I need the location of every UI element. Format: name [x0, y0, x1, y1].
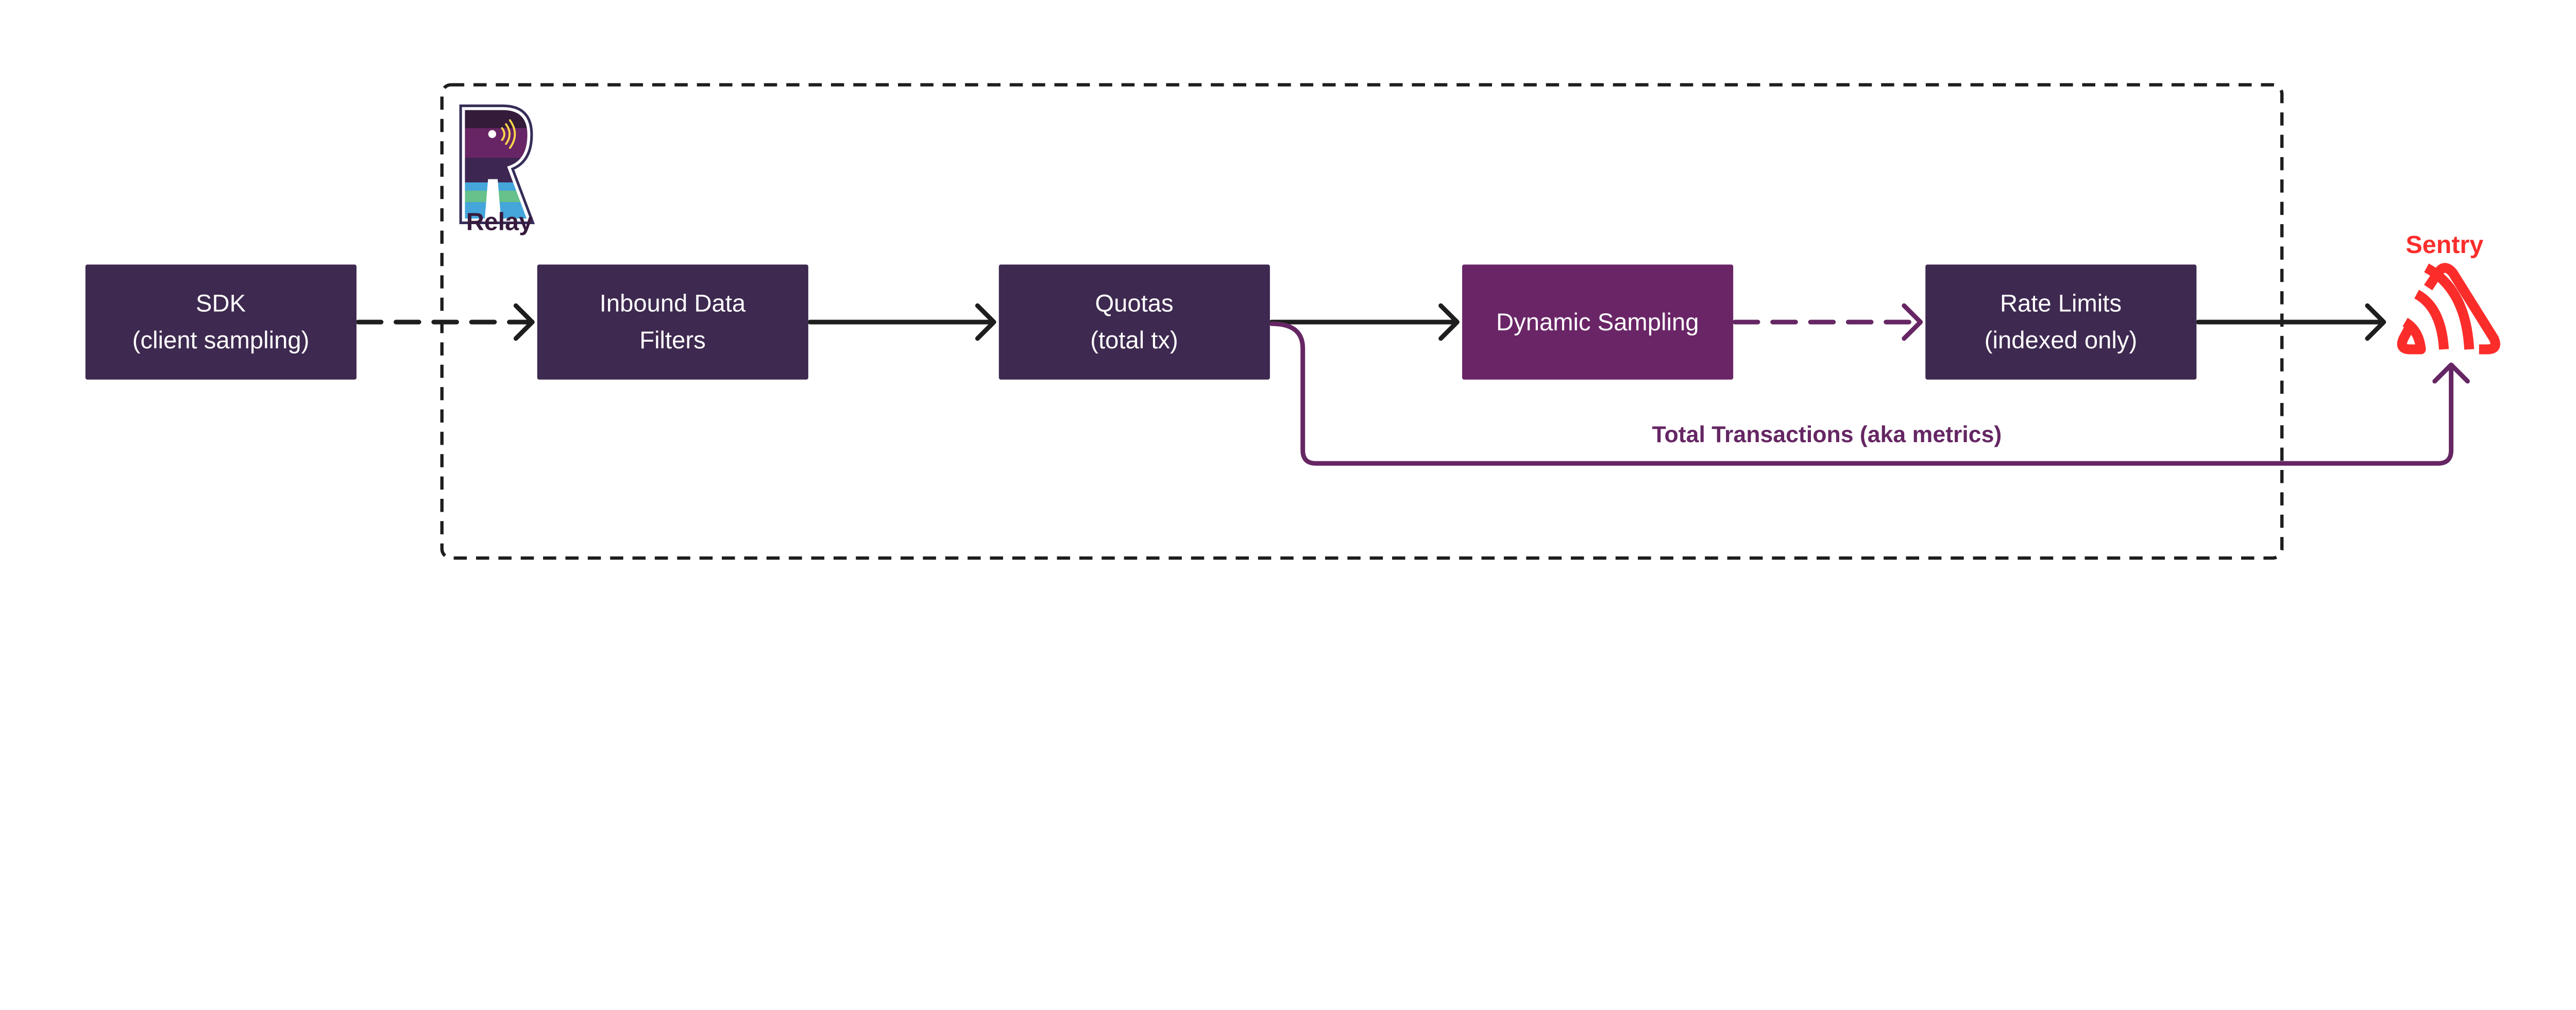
node-subtitle: Filters: [639, 327, 705, 354]
node-inbound-data-filters: Inbound Data Filters: [537, 264, 808, 380]
pipeline-diagram: Relay Total Transactions (aka metrics) S…: [85, 83, 2500, 560]
arrow-ratelimits-to-sentry: [2196, 303, 2386, 341]
node-subtitle: (client sampling): [132, 327, 310, 354]
node-subtitle: (total tx): [1090, 327, 1178, 354]
node-title: SDK: [196, 290, 246, 317]
node-subtitle: (indexed only): [1985, 327, 2137, 354]
relay-logo: [459, 104, 535, 224]
node-title: Rate Limits: [2000, 290, 2122, 317]
node-title: Dynamic Sampling: [1496, 309, 1699, 336]
relay-label: Relay: [466, 208, 533, 235]
node-dynamic-sampling: Dynamic Sampling: [1462, 264, 1734, 380]
node-title: Quotas: [1095, 290, 1173, 317]
node-rate-limits: Rate Limits (indexed only): [1925, 264, 2197, 380]
sentry-logo: [2397, 263, 2500, 355]
metrics-path-label: Total Transactions (aka metrics): [1652, 422, 2002, 447]
arrow-filters-to-quotas: [807, 303, 996, 341]
sentry-label: Sentry: [2405, 231, 2483, 259]
node-quotas: Quotas (total tx): [998, 264, 1270, 380]
connectors: [355, 303, 2470, 466]
node-sdk: SDK (client sampling): [85, 264, 357, 380]
node-title: Inbound Data: [600, 290, 746, 317]
arrowhead: [513, 303, 535, 341]
arrowhead: [1902, 303, 1923, 341]
metrics-path-arrow: [1269, 321, 2470, 466]
arrow-quotas-to-sampling: [1269, 303, 1460, 341]
